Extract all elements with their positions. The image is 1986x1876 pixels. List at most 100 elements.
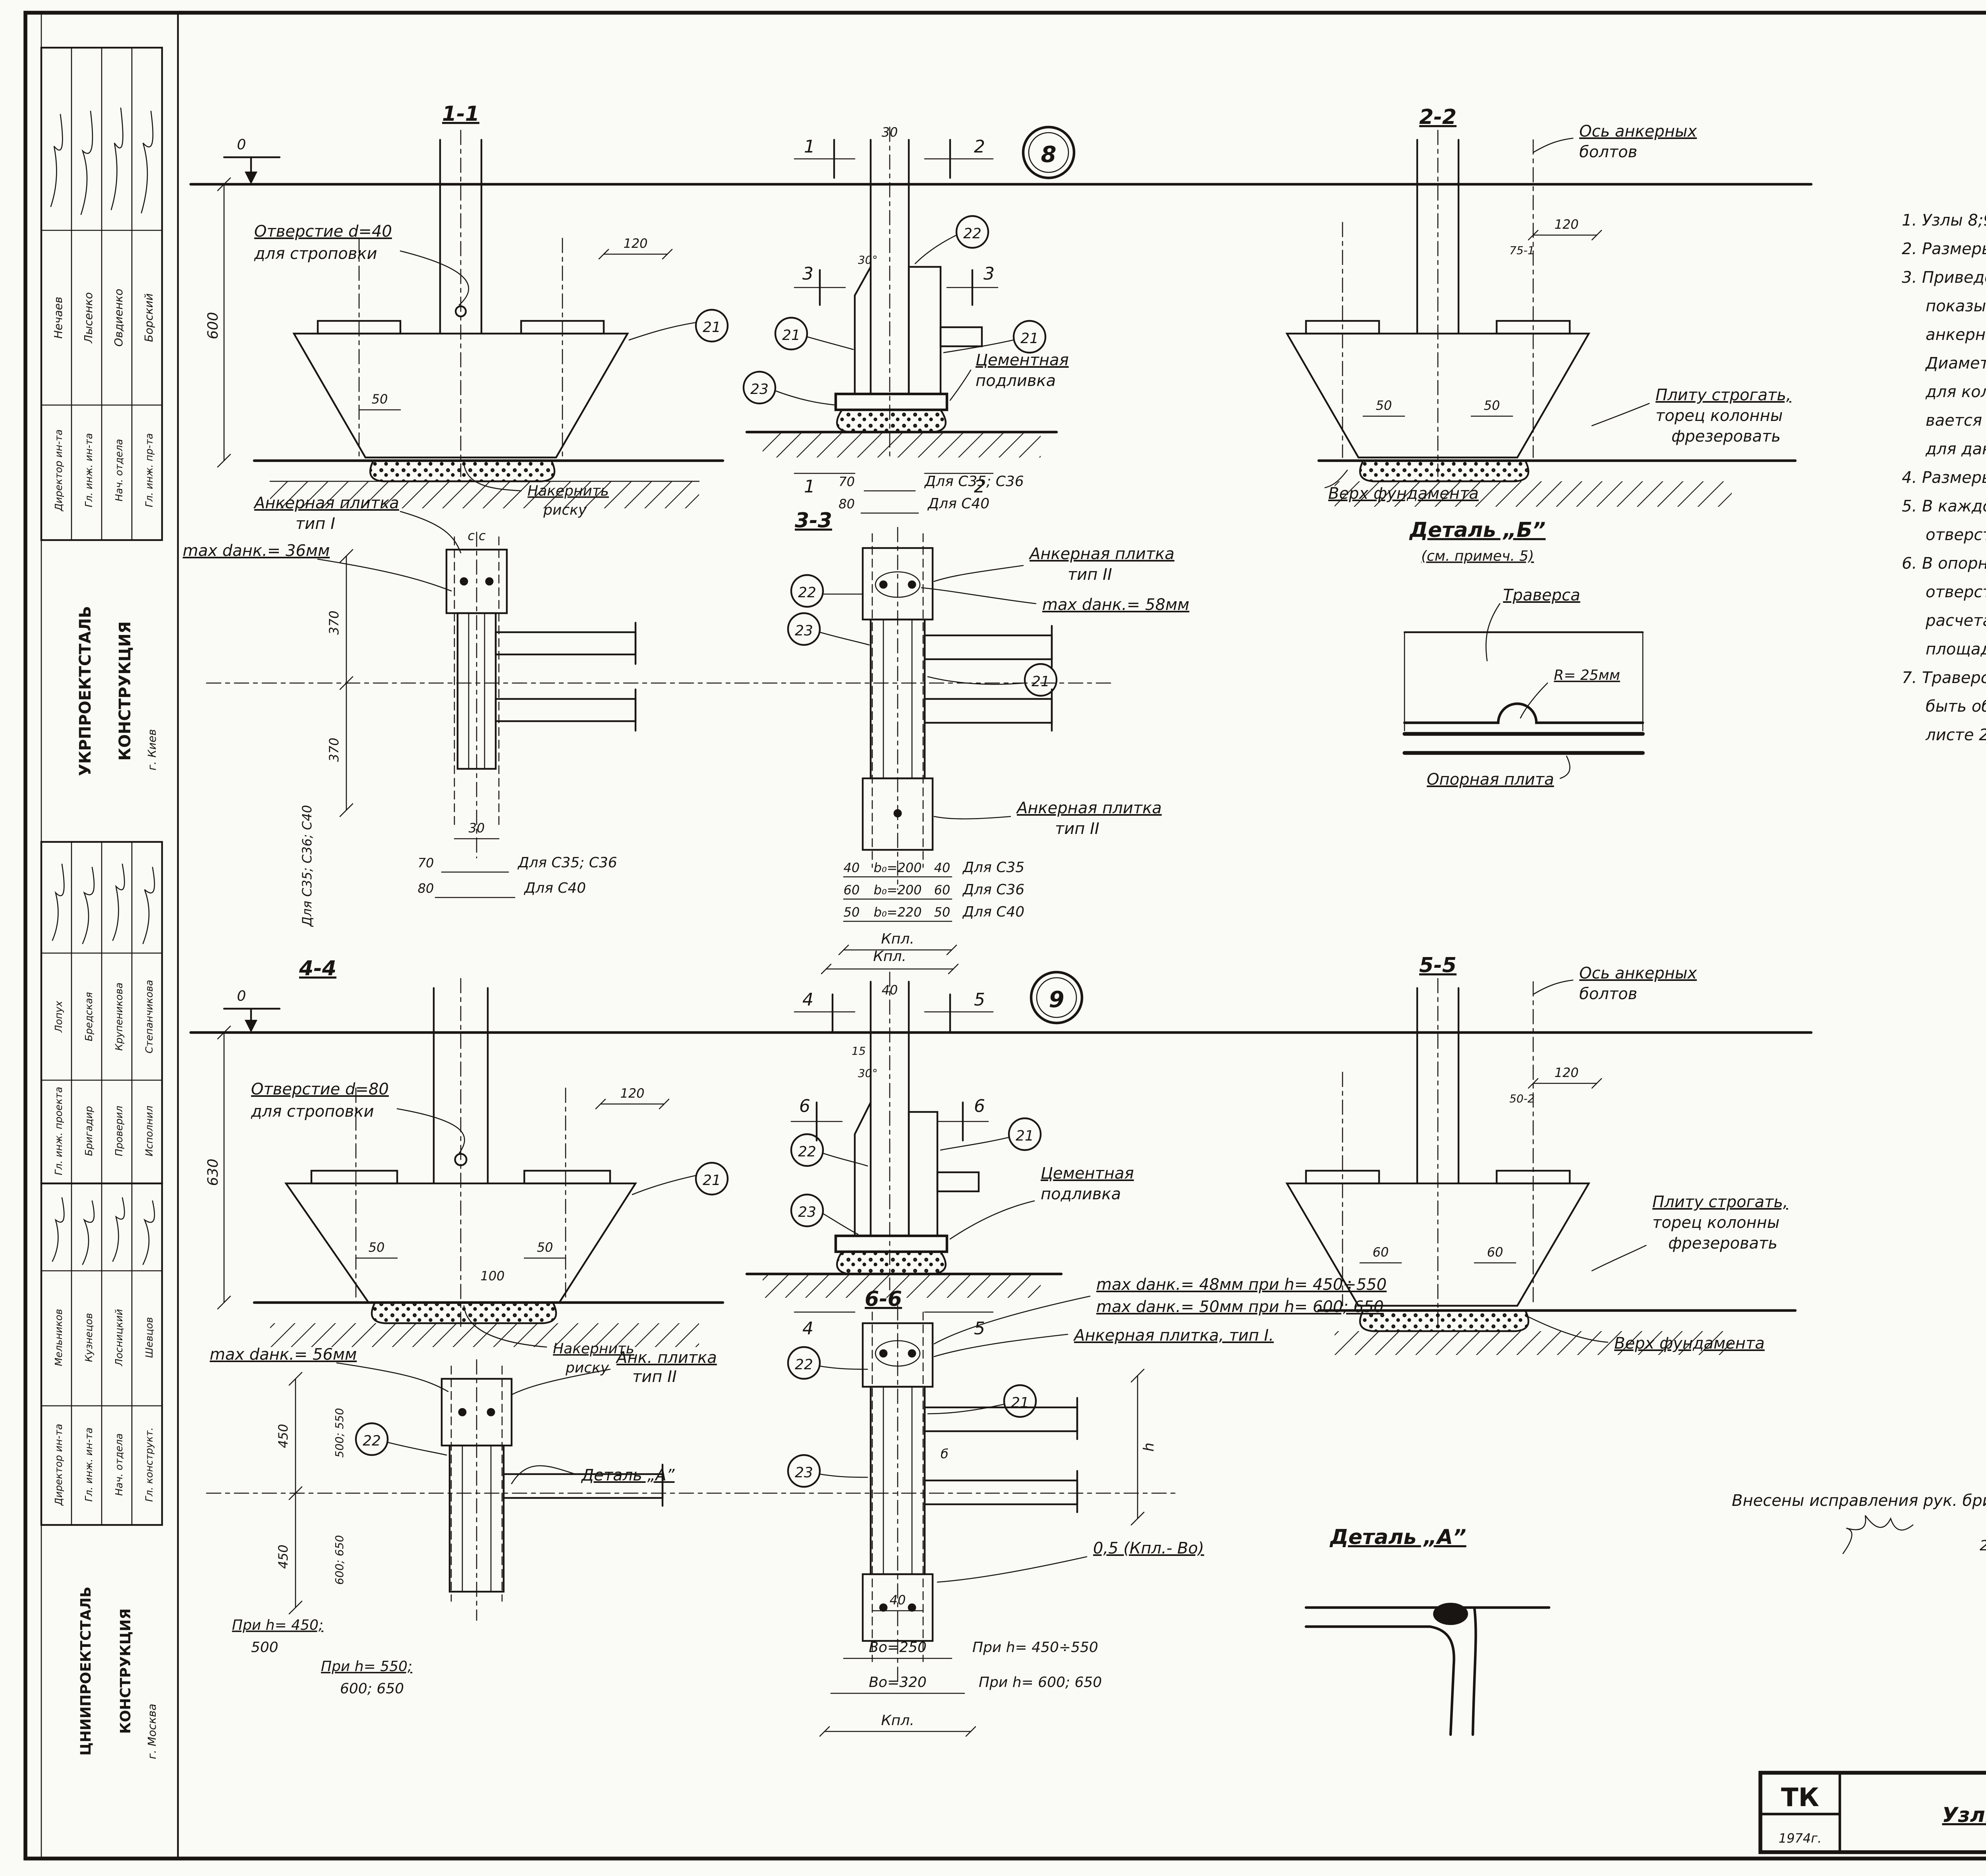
dim-kpl-bottom: Кпл. — [881, 1712, 914, 1729]
anchor-plate-type2-short: Анк. плитка — [615, 1349, 717, 1367]
note-line: вается по расчету, с учетом унификации б… — [1926, 411, 1986, 430]
view-node-9: 9 Кпл. 4 5 40 15 30° 6 6 22 21 23 Цемент… — [745, 948, 1134, 1339]
stamp-role: Гл. инж. проекта — [53, 1087, 64, 1175]
callout-22 — [955, 215, 989, 249]
stamp-name: Бредская — [83, 992, 95, 1041]
max-d56-label: max dанк.= 56мм — [210, 1345, 357, 1364]
stamp-role: Бригадир — [83, 1106, 95, 1156]
dim-kpl-top: Кпл. — [873, 948, 906, 965]
section-label-3-3: 3-3 — [795, 509, 832, 533]
stamp-name: Борский — [142, 293, 155, 342]
t33-row2-b: b₀=200 — [873, 882, 922, 897]
callout-23 — [787, 612, 821, 646]
max-d36-label: max dанк.= 36мм — [183, 542, 330, 560]
dim-b-small: б — [941, 1446, 949, 1461]
org-city: г. Киев — [145, 729, 158, 770]
callout-23-label: 23 — [798, 1204, 816, 1220]
callout-21 — [1008, 1117, 1042, 1151]
dim-70: 70 — [418, 855, 434, 870]
stamp-role: Гл. инж. пр-та — [143, 433, 155, 507]
detail-a-ref: Деталь „А” — [581, 1466, 675, 1484]
anchor-bolt-axis-label2: болтов — [1579, 143, 1637, 161]
note-line: 5. В каждой траверсе (поз. 21) предусмат… — [1902, 497, 1986, 515]
hole-d80-label: Отверстие d=80 — [251, 1080, 389, 1098]
kern-note: Накернить — [527, 483, 609, 499]
dim-50: 50 — [372, 392, 388, 407]
note-line: 6. В опорных плитах (поз. 23) предусматр… — [1902, 554, 1986, 573]
org-name: ЦНИИПРОЕКТСТАЛЬ — [78, 1586, 94, 1756]
dim-50: 50 — [1376, 398, 1392, 413]
detail-b-subtitle: (см. примеч. 5) — [1421, 548, 1534, 564]
callout-23 — [787, 1454, 821, 1488]
cut-mark-1b: 1 — [804, 477, 815, 497]
node-9-circle — [1030, 971, 1084, 1025]
callout-21-label: 21 — [1011, 1395, 1029, 1411]
callout-23-label: 23 — [795, 623, 813, 639]
dim-75-1: 75-1 — [1509, 244, 1535, 257]
dim-120: 120 — [1554, 217, 1578, 232]
plane-plate-note3: фрезеровать — [1671, 427, 1781, 446]
t33-row2-c: 60 — [934, 882, 950, 897]
vertical-for-label: Для С35; С36; С40 — [299, 805, 315, 927]
signature-squiggle — [52, 863, 65, 941]
view-node-8-plan: Анкерная плитка тип I max dанк.= 36мм c … — [183, 494, 1113, 927]
note-line: показывают максимально допустимые диамет… — [1926, 297, 1986, 315]
notes-block: Примечания: 1. Узлы 8;9 замаркированы на… — [1902, 211, 1986, 744]
view-detail-a: Деталь „А” — [1304, 1525, 1551, 1736]
stamp-role: Гл. инж. ин-та — [83, 1428, 95, 1502]
callout-23-label: 23 — [795, 1465, 813, 1481]
kern-note2: риску — [543, 502, 587, 518]
t33-row3-d: Для С40 — [962, 904, 1024, 920]
kern-note: Накернить — [553, 1341, 634, 1357]
t33-row3-b: b₀=220 — [873, 905, 922, 920]
stamp-name: Крупеникова — [113, 982, 125, 1051]
t66-row2-b: При h= 600; 650 — [979, 1674, 1102, 1691]
dim-450: 450 — [276, 1544, 291, 1569]
stamp-name: Овдиенко — [112, 289, 125, 347]
note-line: 3. Приведенные на чертеже значения „max … — [1902, 268, 1986, 287]
bearing-plate-label: Опорная плита — [1427, 770, 1554, 789]
callout-21-label: 21 — [1016, 1128, 1034, 1144]
section-label-2-2: 2-2 — [1419, 105, 1457, 129]
t33-row2-a: 60 — [844, 882, 860, 897]
for-c35-c36: Для С35; С36 — [924, 473, 1024, 490]
callout-22-label: 22 — [798, 585, 816, 601]
callout-21 — [695, 1162, 729, 1196]
signature-squiggle — [80, 110, 93, 215]
stamp-role: Гл. конструкт. — [143, 1427, 155, 1502]
max-d58-label: max dанк.= 58мм — [1042, 596, 1189, 614]
signature-squiggle — [142, 1200, 155, 1265]
cut-mark-3b: 3 — [983, 264, 995, 284]
cement-grout-label2: подливка — [1041, 1185, 1121, 1203]
plane-plate-note2: торец колонны — [1656, 407, 1783, 425]
cut-mark-3: 3 — [802, 264, 813, 284]
dim-15: 15 — [852, 1044, 866, 1058]
elevation-zero: 0 — [237, 988, 246, 1004]
callout-22-label: 22 — [798, 1144, 816, 1160]
dim-60: 60 — [1487, 1245, 1503, 1260]
revision-text: Внесены исправления рук. бригады Жиленко… — [1732, 1492, 1986, 1510]
anchor-plate-type2-label: Анкерная плитка — [1016, 799, 1162, 817]
cut-mark-4: 4 — [802, 990, 813, 1010]
callout-22-label: 22 — [363, 1433, 381, 1449]
cut-mark-6b: 6 — [974, 1096, 985, 1116]
stamp-top: Директор ин-та Гл. инж. ин-та Нач. отдел… — [40, 46, 163, 541]
callout-21 — [695, 309, 729, 343]
signature-squiggle — [112, 863, 125, 941]
stamp-name: Кузнецов — [83, 1313, 95, 1362]
note-line: анкерных болтов. — [1926, 326, 1986, 344]
note-line: 7. Траверсы баз у температурных швов дол… — [1902, 669, 1986, 687]
callout-21-label: 21 — [703, 1172, 721, 1189]
callout-23 — [790, 1193, 824, 1228]
dim-120: 120 — [1554, 1065, 1578, 1080]
callout-22-label: 22 — [795, 1357, 813, 1373]
dim-80: 80 — [418, 881, 434, 896]
view-node-9-plan: max dанк.= 56мм Анк. плитка тип II 22 Де… — [206, 1345, 1177, 1697]
view-node-8: 8 1 2 30 3 3 30° 22 21 21 23 Цементная п… — [742, 125, 1076, 497]
anchor-plate-type1-label: Анкерная плитка — [253, 494, 399, 512]
callout-21 — [1024, 663, 1058, 697]
callout-22-label: 22 — [963, 226, 981, 242]
anchor-bolt-axis-label2: болтов — [1579, 985, 1637, 1003]
stamp-name: Лысенко — [82, 292, 95, 344]
